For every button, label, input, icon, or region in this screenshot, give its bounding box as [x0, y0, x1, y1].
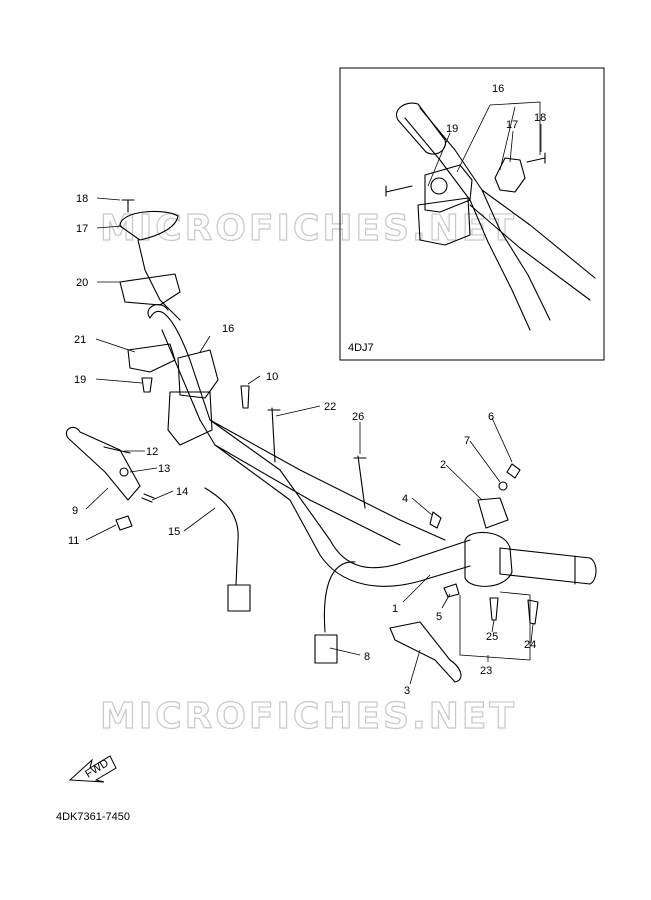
- callout-8: 8: [364, 651, 370, 663]
- nut-5: [443, 583, 460, 598]
- washer-7: [498, 481, 508, 491]
- watermark-bottom: MICROFICHES.NET: [100, 696, 517, 737]
- screw-19: [141, 377, 153, 393]
- right-lever: [389, 621, 462, 683]
- callout-12: 12: [146, 446, 158, 458]
- callout-6: 6: [488, 411, 494, 423]
- inset-callout-17: 17: [506, 119, 518, 131]
- right-grip: [499, 547, 597, 585]
- callout-14: 14: [176, 486, 188, 498]
- callout-11: 11: [68, 535, 79, 547]
- clamp-2: [477, 497, 509, 529]
- callout-20: 20: [76, 277, 88, 289]
- cable-holder-21: [127, 343, 176, 373]
- nut-11: [115, 515, 133, 531]
- throttle-cable: [137, 239, 181, 321]
- inset-handlebar: [404, 107, 596, 331]
- callout-9: 9: [72, 505, 78, 517]
- spring-14: [141, 493, 155, 503]
- nut-13: [119, 467, 129, 477]
- callout-5: 5: [436, 611, 442, 623]
- bolt-24: [527, 599, 539, 625]
- callout-7: 7: [464, 435, 470, 447]
- callout-17: 17: [76, 223, 88, 235]
- handlebar-tube: [149, 311, 471, 587]
- cable-tie-22: [267, 407, 281, 463]
- inset-screw-left: [385, 185, 413, 197]
- inset-bracket: [494, 157, 526, 193]
- watermark-top: MICROFICHES.NET: [100, 208, 517, 249]
- harness-8: [323, 561, 356, 633]
- throttle-housing: [464, 531, 513, 587]
- callout-22: 22: [324, 401, 336, 413]
- callout-2: 2: [440, 459, 446, 471]
- drawing-number: 4DK7361-7450: [56, 811, 130, 823]
- harness-15: [204, 487, 239, 586]
- callout-24: 24: [524, 639, 536, 651]
- callout-18: 18: [76, 193, 88, 205]
- callout-1: 1: [392, 603, 398, 615]
- inset-callout-16: 16: [492, 83, 504, 95]
- cable-tie-26: [353, 455, 367, 509]
- connector-15: [227, 584, 251, 612]
- inset-master-cylinder: [417, 164, 473, 246]
- callout-4: 4: [402, 493, 408, 505]
- inset-callout-19: 19: [446, 123, 458, 135]
- leader-lines: [85, 197, 534, 685]
- screw-4: [429, 511, 442, 529]
- screw-10: [240, 385, 250, 409]
- inset-clamp-bore: [430, 177, 448, 195]
- callout-25: 25: [486, 631, 498, 643]
- callout-21: 21: [74, 334, 86, 346]
- inset-callout-18: 18: [534, 112, 546, 124]
- inset-panel: 4DJ7: [339, 67, 605, 361]
- cable-holder-20: [119, 273, 181, 306]
- left-lever: [65, 426, 141, 501]
- cable-holder-17: [119, 210, 179, 241]
- handlebar-left-end: [147, 304, 169, 319]
- bolt-12: [103, 446, 131, 454]
- callout-labels: 1 2 3 4 5 6 7 8 9 10 11 12 13 14 15 16 1…: [68, 83, 546, 697]
- screw-6: [506, 463, 521, 479]
- callout-3: 3: [404, 685, 410, 697]
- connector-8: [314, 634, 338, 664]
- inset-screw-right: [526, 152, 546, 164]
- callout-10: 10: [266, 371, 278, 383]
- inset-grip: [396, 102, 447, 155]
- callout-19: 19: [74, 374, 86, 386]
- bolt-25: [489, 597, 499, 621]
- fwd-arrow-icon: FWD: [68, 755, 117, 783]
- inset-model-code: 4DJ7: [348, 342, 374, 354]
- callout-26: 26: [352, 411, 364, 423]
- left-master-clamp: [167, 349, 219, 446]
- callout-16: 16: [222, 323, 234, 335]
- callout-15: 15: [168, 526, 180, 538]
- callout-23: 23: [480, 665, 492, 677]
- handlebar-assembly: FWD: [65, 199, 597, 783]
- screw-18: [121, 199, 135, 213]
- callout-13: 13: [158, 463, 170, 475]
